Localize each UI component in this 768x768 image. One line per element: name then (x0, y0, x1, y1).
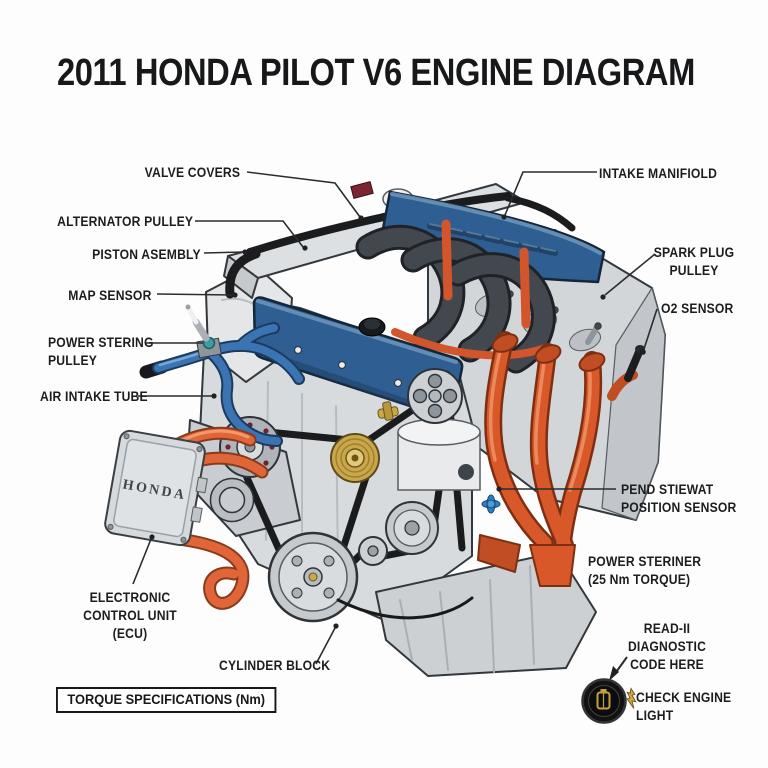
pump-ring (210, 478, 254, 522)
crank-pulley (267, 531, 359, 623)
ecu-box: HONDA (104, 429, 208, 547)
leader-map-sensor (156, 293, 234, 296)
label-intake-manifiold: INTAKE MANIFIOLD (599, 166, 718, 181)
air-intake-hoses (139, 304, 305, 447)
arrowhead-icon (609, 666, 619, 681)
page-title: 2011 HONDA PILOT V6 ENGINE DIAGRAM (57, 52, 695, 94)
label-read-diagnostic: READ-II DIAGNOSTIC CODE HERE (627, 621, 707, 673)
leader-lines (132, 171, 658, 681)
label-ecu: ELECTRONIC CONTROL UNIT (ECU) (83, 590, 177, 642)
label-power-steriner: POWER STERINER (25 Nm TORQUE) (588, 554, 702, 588)
engine-glyph-icon (596, 689, 611, 710)
label-air-intake-tube: AIR INTAKE TUBE (40, 389, 148, 404)
spark-plug (185, 304, 210, 342)
leader-o2-sensor (643, 308, 658, 350)
label-piston-asembly: PISTON ASEMBLY (92, 247, 201, 262)
maroon-cap (350, 181, 374, 199)
label-pend-stiewat-position-sensor: PEND STIEWAT POSITION SENSOR (621, 482, 737, 516)
leader-ecu (132, 538, 152, 585)
exhaust-headers (477, 331, 606, 587)
label-valve-covers: VALVE COVERS (144, 165, 240, 180)
torque-specifications-note: TORQUE SPECIFICATIONS (Nm) (56, 687, 277, 713)
spoke-pulley (407, 368, 463, 424)
position-sensor (481, 494, 501, 514)
gold-pulley (330, 433, 380, 483)
crank-wire (336, 596, 474, 620)
intake-runners (355, 219, 556, 374)
lightning-bolt-icon (626, 687, 637, 709)
label-check-engine-light: CHECK ENGINE LIGHT (636, 690, 732, 724)
idler-pulley (358, 536, 388, 566)
label-alternator-pulley: ALTERNATOR PULLEY (56, 214, 193, 229)
lower-pulley (385, 501, 439, 555)
leader-valve-covers (246, 171, 361, 218)
label-power-stering-pulley: POWER STERING PULLEY (48, 335, 154, 369)
leader-alternator-pulley (195, 220, 304, 248)
label-spark-plug-pulley: SPARK PLUG PULLEY (653, 245, 735, 279)
label-map-sensor: MAP SENSOR (68, 288, 152, 303)
label-cylinder-block: CYLINDER BLOCK (219, 658, 331, 673)
engine-illustration: HONDA (104, 181, 666, 677)
check-engine-icon (581, 678, 627, 724)
leader-piston-asembly (203, 251, 244, 254)
leader-spark-plug-pulley (604, 253, 656, 296)
leader-intake-manifiold (504, 171, 597, 216)
o2-sensor-part (607, 345, 645, 401)
brass-fitting (377, 401, 399, 421)
label-o2-sensor: O2 SENSOR (661, 301, 734, 316)
piston (397, 418, 481, 491)
leader-cylinder-block (315, 627, 336, 665)
